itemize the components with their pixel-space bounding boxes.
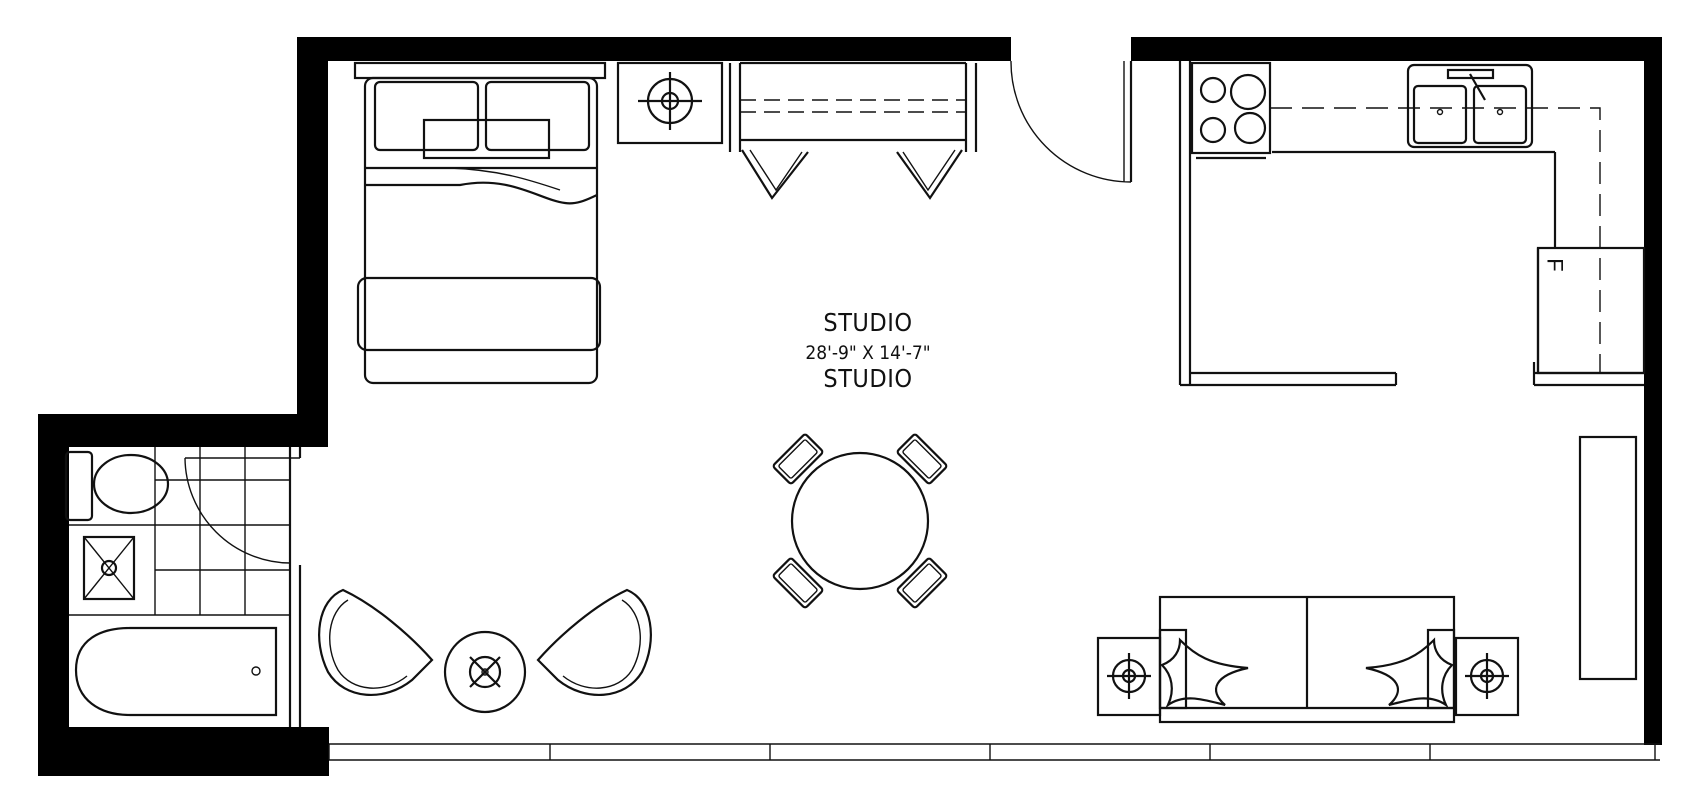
wall-bath-left (38, 414, 69, 776)
wall-top-left (297, 37, 1011, 61)
kitchen (1178, 61, 1646, 387)
nightstand-lamp (616, 61, 724, 145)
room-dimensions: 28'-9" X 14'-7" (805, 342, 931, 364)
side-cabinet (1578, 435, 1638, 681)
wall-left-upper (297, 37, 328, 447)
wall-top-right (1131, 37, 1662, 61)
wall-right (1644, 37, 1662, 745)
wall-bath-bottom (38, 727, 329, 776)
closet (728, 61, 978, 200)
room-name: STUDIO (823, 308, 913, 337)
window-rail (328, 743, 1660, 761)
dining-set (772, 433, 948, 609)
walls (38, 37, 1662, 776)
fridge-label: F (1542, 258, 1568, 272)
entry-door (1010, 60, 1133, 183)
bathroom (64, 447, 302, 727)
wall-bath-top (38, 414, 328, 447)
lounge-chairs (318, 588, 652, 714)
room-name-repeat: STUDIO (823, 364, 913, 393)
sofa-set (1096, 595, 1520, 724)
bed (353, 61, 607, 385)
